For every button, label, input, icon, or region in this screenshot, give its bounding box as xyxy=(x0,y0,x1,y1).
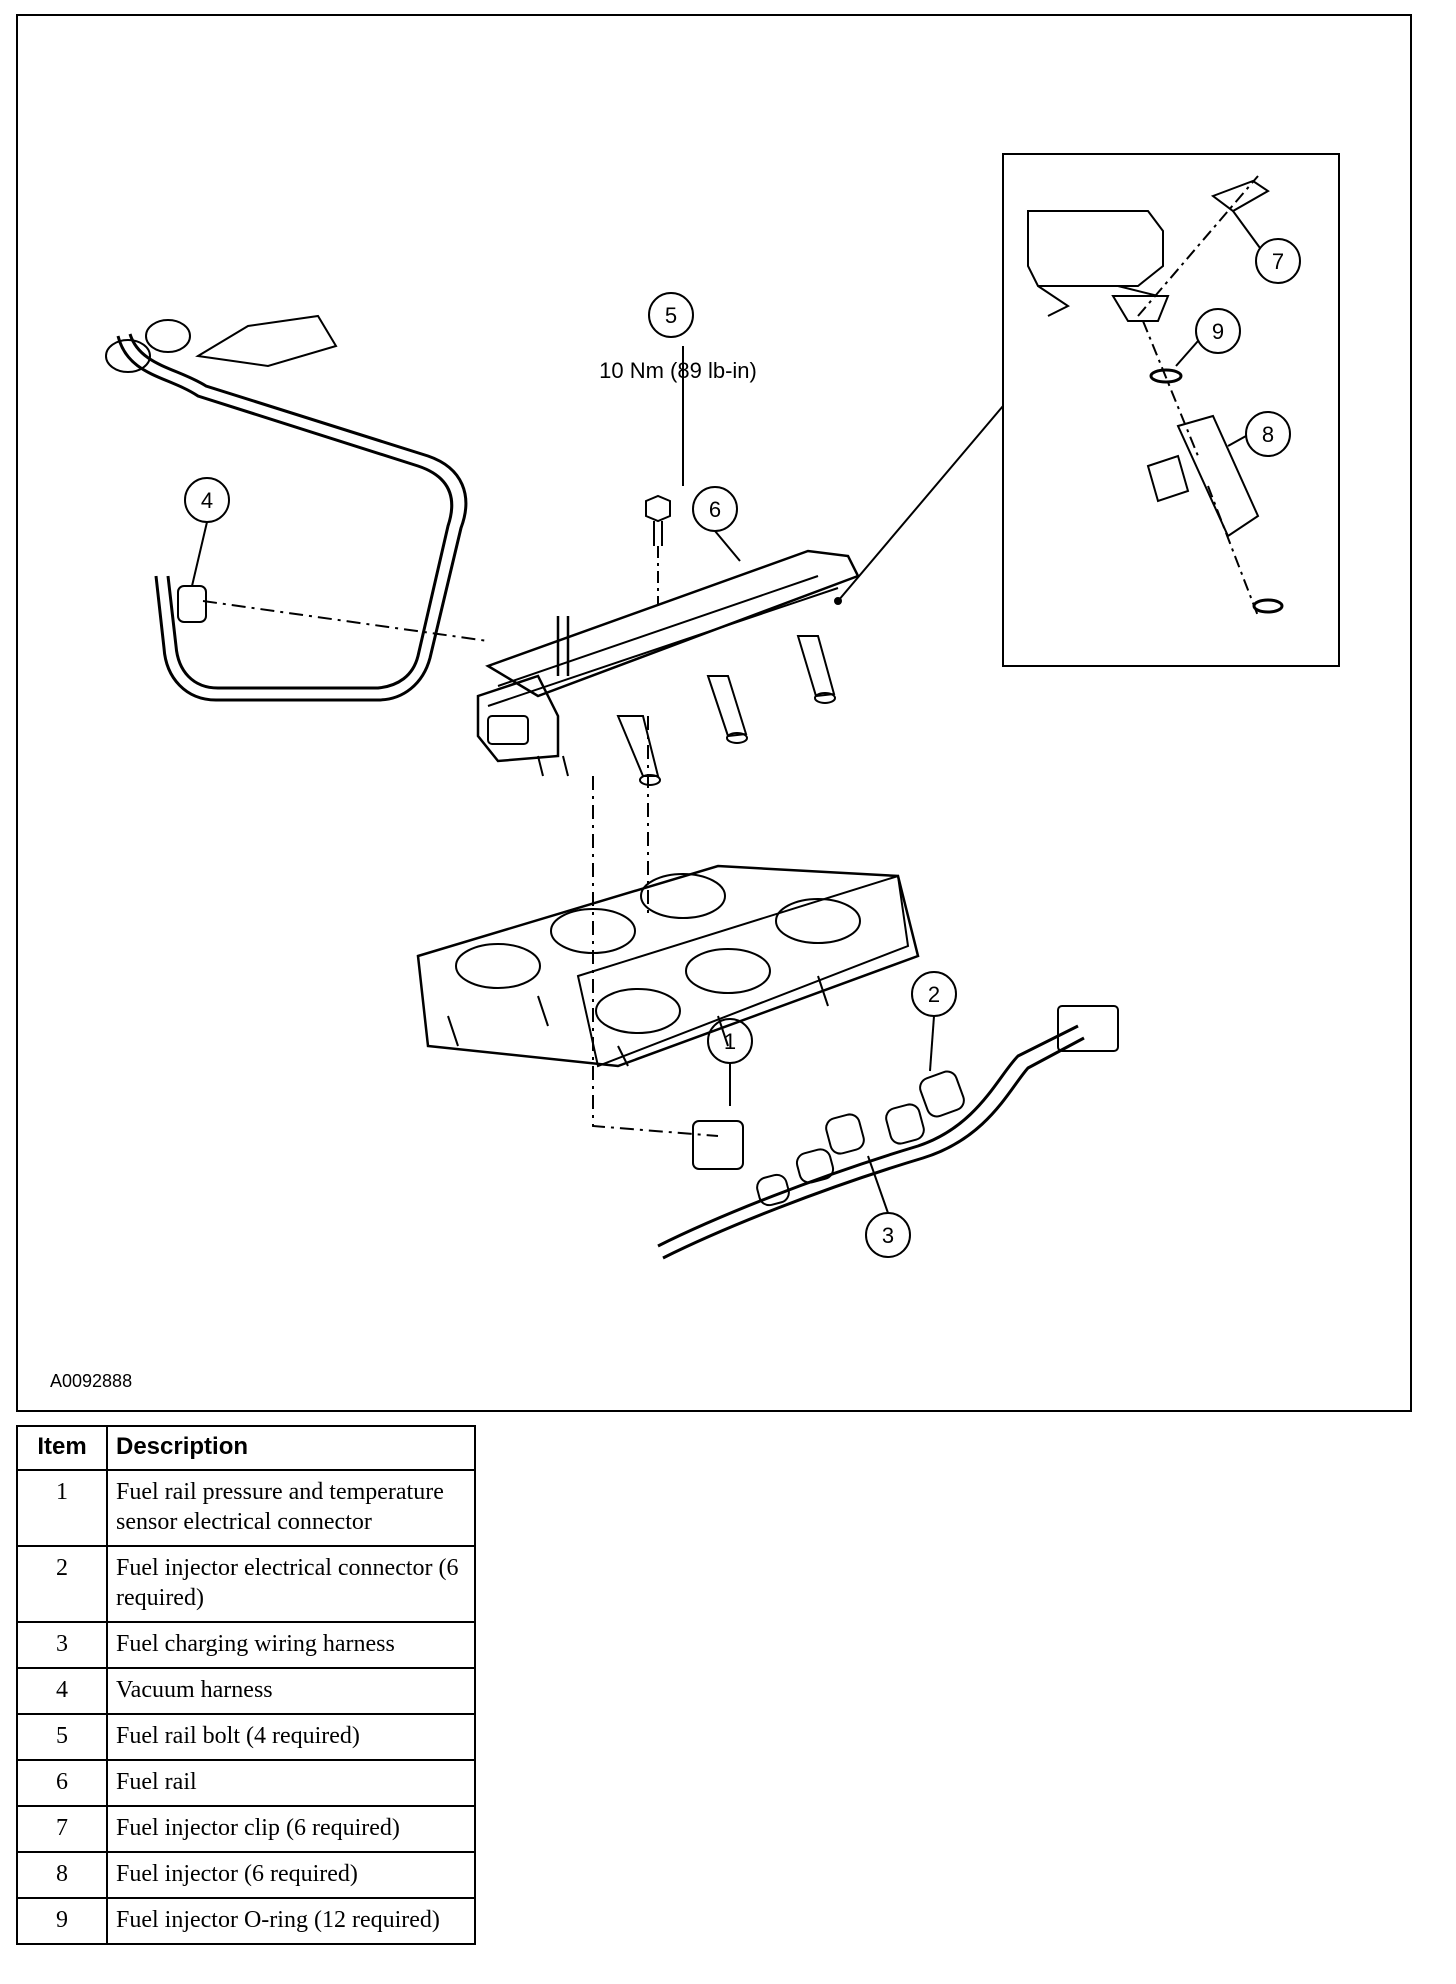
legend-item-number: 4 xyxy=(16,1667,108,1715)
table-row: 2 Fuel injector electrical connector (6 … xyxy=(16,1545,476,1623)
wiring-harness xyxy=(657,1005,1119,1260)
table-row: 3 Fuel charging wiring harness xyxy=(16,1621,476,1669)
inset-leader-dot xyxy=(834,597,842,605)
alignment-line xyxy=(592,776,719,1137)
callout-label-2: 2 xyxy=(928,982,940,1007)
callout-3 xyxy=(865,1155,911,1258)
table-row: 8 Fuel injector (6 required) xyxy=(16,1851,476,1899)
callout-7 xyxy=(1232,210,1301,284)
fuel-rail-bolt xyxy=(645,346,684,606)
callout-6 xyxy=(692,486,741,562)
callout-5 xyxy=(648,292,694,338)
legend-header-item: Item xyxy=(16,1425,108,1471)
legend-item-description: Fuel charging wiring harness xyxy=(106,1621,476,1669)
legend-table: Item Description 1 Fuel rail pressure an… xyxy=(16,1425,476,1945)
legend-item-description: Vacuum harness xyxy=(106,1667,476,1715)
callout-label-1: 1 xyxy=(724,1029,736,1054)
fuel-injector xyxy=(616,635,836,786)
callout-label-7: 7 xyxy=(1272,249,1284,274)
legend-item-number: 3 xyxy=(16,1621,108,1669)
callout-9 xyxy=(1175,308,1241,367)
legend-item-number: 9 xyxy=(16,1897,108,1945)
vacuum-harness xyxy=(105,314,489,702)
table-row: 6 Fuel rail xyxy=(16,1759,476,1807)
legend-header-row: Item Description xyxy=(16,1425,476,1471)
callout-4 xyxy=(184,477,230,587)
callout-2 xyxy=(911,971,957,1072)
fuel-rail xyxy=(476,549,860,777)
callout-8 xyxy=(1227,411,1291,457)
table-row: 1 Fuel rail pressure and temperature sen… xyxy=(16,1469,476,1547)
legend-item-number: 5 xyxy=(16,1713,108,1761)
figure-id: A0092888 xyxy=(50,1371,133,1391)
callout-label-9: 9 xyxy=(1212,319,1224,344)
callout-label-3: 3 xyxy=(882,1223,894,1248)
legend-item-description: Fuel injector (6 required) xyxy=(106,1851,476,1899)
legend-header-description: Description xyxy=(106,1425,476,1471)
callout-label-4: 4 xyxy=(201,488,213,513)
table-row: 9 Fuel injector O-ring (12 required) xyxy=(16,1897,476,1945)
legend-item-number: 8 xyxy=(16,1851,108,1899)
torque-spec: 10 Nm (89 lb-in) xyxy=(599,358,757,383)
legend-item-description: Fuel injector electrical connector (6 re… xyxy=(106,1545,476,1623)
table-row: 5 Fuel rail bolt (4 required) xyxy=(16,1713,476,1761)
legend-item-number: 6 xyxy=(16,1759,108,1807)
intake-manifold xyxy=(416,864,920,1068)
callout-label-6: 6 xyxy=(709,497,721,522)
legend-item-description: Fuel injector clip (6 required) xyxy=(106,1805,476,1853)
callout-label-5: 5 xyxy=(665,303,677,328)
legend-item-number: 2 xyxy=(16,1545,108,1623)
legend-item-number: 7 xyxy=(16,1805,108,1853)
inset-leader-line xyxy=(837,405,1004,602)
callout-label-8: 8 xyxy=(1262,422,1274,447)
legend-item-number: 1 xyxy=(16,1469,108,1547)
legend-item-description: Fuel rail bolt (4 required) xyxy=(106,1713,476,1761)
table-row: 7 Fuel injector clip (6 required) xyxy=(16,1805,476,1853)
callout-1 xyxy=(707,1018,753,1106)
legend-item-description: Fuel rail pressure and temperature senso… xyxy=(106,1469,476,1547)
table-row: 4 Vacuum harness xyxy=(16,1667,476,1715)
inset-injector-detail xyxy=(1027,175,1284,617)
diagram-frame: 1 2 3 4 5 6 7 8 9 10 Nm (89 lb-in) A0092… xyxy=(16,14,1412,1412)
exploded-view-illustration: 1 2 3 4 5 6 7 8 9 10 Nm (89 lb-in) xyxy=(105,153,1340,1260)
legend-item-description: Fuel injector O-ring (12 required) xyxy=(106,1897,476,1945)
legend-item-description: Fuel rail xyxy=(106,1759,476,1807)
inset-frame xyxy=(1002,153,1340,667)
